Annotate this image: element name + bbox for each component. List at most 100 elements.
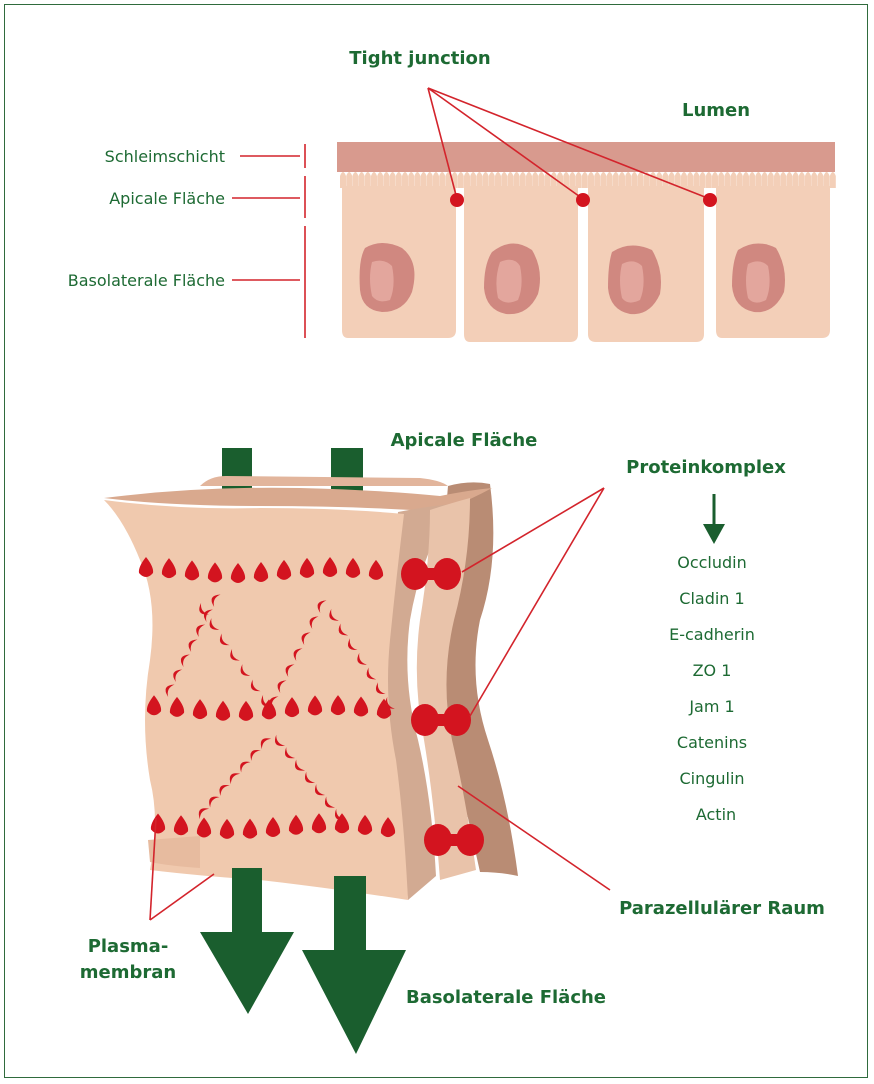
microvillus xyxy=(476,172,482,188)
microvillus xyxy=(706,172,712,188)
epithelial-cell xyxy=(342,186,456,338)
tight-junction-label: Tight junction xyxy=(349,48,490,69)
microvillus xyxy=(421,172,427,188)
microvillus xyxy=(700,172,706,188)
junction-detail-diagram: Apicale Fläche Proteinkomplex Occludin C… xyxy=(80,430,825,1054)
basolateral-arrow xyxy=(302,876,406,1054)
microvillus xyxy=(625,172,631,188)
protein-list: Occludin Cladin 1 E-cadherin ZO 1 Jam 1 … xyxy=(669,553,755,824)
microvillus xyxy=(464,172,470,188)
microvillus xyxy=(600,172,606,188)
microvillus xyxy=(526,172,532,188)
microvillus xyxy=(439,172,445,188)
microvilli xyxy=(340,172,836,188)
microvillus xyxy=(520,172,526,188)
microvillus xyxy=(501,172,507,188)
microvillus xyxy=(619,172,625,188)
microvillus xyxy=(340,172,346,188)
epithelial-cell xyxy=(588,186,704,342)
lumen-label: Lumen xyxy=(682,100,750,121)
protein-item: Catenins xyxy=(677,733,747,752)
microvillus xyxy=(588,172,594,188)
protein-item: Actin xyxy=(696,805,736,824)
microvillus xyxy=(371,172,377,188)
microvillus xyxy=(799,172,805,188)
microvillus xyxy=(638,172,644,188)
microvillus xyxy=(557,172,563,188)
tight-junction-dot xyxy=(576,193,590,207)
protein-item: Cladin 1 xyxy=(679,589,744,608)
epithelium-diagram: Tight junction Lumen Schleimschicht Apic… xyxy=(68,48,836,342)
protein-item: Occludin xyxy=(677,553,747,572)
microvillus xyxy=(817,172,823,188)
microvillus xyxy=(594,172,600,188)
microvillus xyxy=(402,172,408,188)
microvillus xyxy=(780,172,786,188)
microvillus xyxy=(724,172,730,188)
microvillus xyxy=(811,172,817,188)
protein-list-arrow xyxy=(703,494,725,544)
microvillus xyxy=(507,172,513,188)
apical-surface-label: Apicale Fläche xyxy=(109,189,225,208)
tight-junction-dot xyxy=(450,193,464,207)
microvillus xyxy=(532,172,538,188)
basolateral-arrows xyxy=(200,868,406,1054)
microvillus xyxy=(830,172,836,188)
microvillus xyxy=(749,172,755,188)
microvillus xyxy=(352,172,358,188)
microvillus xyxy=(377,172,383,188)
microvillus xyxy=(743,172,749,188)
protein-item: ZO 1 xyxy=(693,661,732,680)
microvillus xyxy=(693,172,699,188)
microvillus xyxy=(805,172,811,188)
microvillus xyxy=(650,172,656,188)
microvillus xyxy=(346,172,352,188)
microvillus xyxy=(681,172,687,188)
plasma-membrane-label-line1: Plasma- xyxy=(88,936,169,957)
microvillus xyxy=(793,172,799,188)
layer-brackets xyxy=(232,144,305,338)
protein-item: E-cadherin xyxy=(669,625,755,644)
epithelial-cell xyxy=(716,186,830,338)
mucus-layer xyxy=(337,142,835,172)
basolateral-surface-label: Basolaterale Fläche xyxy=(68,271,225,290)
microvillus xyxy=(774,172,780,188)
microvillus xyxy=(607,172,613,188)
microvillus xyxy=(762,172,768,188)
microvillus xyxy=(408,172,414,188)
protein-item: Cingulin xyxy=(679,769,744,788)
protein-complex-label: Proteinkomplex xyxy=(626,457,786,478)
apical-surface-label-bottom: Apicale Fläche xyxy=(391,430,538,451)
microvillus xyxy=(731,172,737,188)
mucus-layer-label: Schleimschicht xyxy=(105,147,225,166)
paracellular-space-label: Parazellulärer Raum xyxy=(619,898,825,919)
microvillus xyxy=(365,172,371,188)
microvillus xyxy=(538,172,544,188)
microvillus xyxy=(390,172,396,188)
microvillus xyxy=(427,172,433,188)
microvillus xyxy=(483,172,489,188)
microvillus xyxy=(495,172,501,188)
microvillus xyxy=(383,172,389,188)
microvillus xyxy=(576,172,582,188)
microvillus xyxy=(687,172,693,188)
microvillus xyxy=(613,172,619,188)
protein-item: Jam 1 xyxy=(688,697,734,716)
microvillus xyxy=(631,172,637,188)
microvillus xyxy=(458,172,464,188)
microvillus xyxy=(396,172,402,188)
microvillus xyxy=(712,172,718,188)
microvillus xyxy=(470,172,476,188)
epithelial-cell xyxy=(464,186,578,342)
microvillus xyxy=(514,172,520,188)
microvillus xyxy=(718,172,724,188)
tight-junction-dot xyxy=(703,193,717,207)
microvillus xyxy=(433,172,439,188)
plasma-membrane-label-line2: membran xyxy=(80,962,176,983)
microvillus xyxy=(737,172,743,188)
microvillus xyxy=(768,172,774,188)
basolateral-surface-label-bottom: Basolaterale Fläche xyxy=(406,987,606,1008)
microvillus xyxy=(489,172,495,188)
microvillus xyxy=(569,172,575,188)
